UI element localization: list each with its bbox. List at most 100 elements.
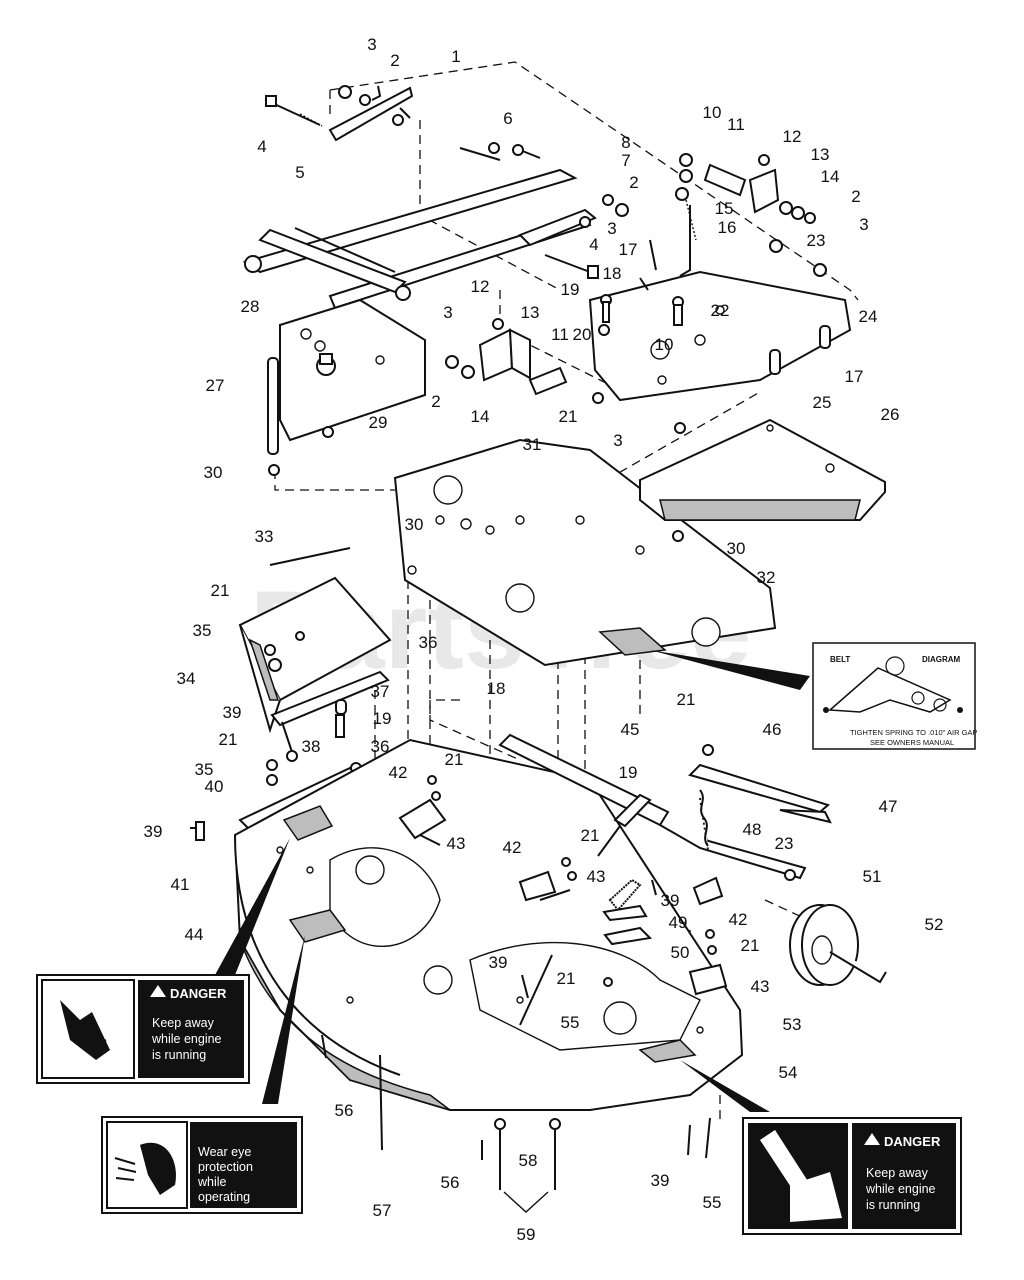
wheel — [789, 904, 887, 986]
belt-line-2: SEE OWNERS MANUAL — [870, 738, 954, 747]
callout-41-72: 41 — [171, 875, 190, 894]
callout-12-33: 12 — [471, 277, 490, 296]
callout-43-67: 43 — [447, 834, 466, 853]
callout-2-37: 2 — [431, 392, 440, 411]
callout-51-76: 51 — [863, 867, 882, 886]
callout-3-36: 3 — [443, 303, 452, 322]
danger-sign-right: DANGER Keep away while engine is running — [742, 1117, 962, 1235]
callout-6-5: 6 — [503, 109, 512, 128]
callout-19-55: 19 — [373, 709, 392, 728]
callout-46-62: 46 — [763, 720, 782, 739]
callout-49-78: 49 — [669, 913, 688, 932]
callout-2-8: 2 — [629, 173, 638, 192]
callout-50-82: 50 — [671, 943, 690, 962]
callout-36-58: 36 — [371, 737, 390, 756]
callout-47-69: 47 — [879, 797, 898, 816]
danger-left-heading: DANGER — [170, 986, 227, 1001]
callout-13-34: 13 — [521, 303, 540, 322]
callout-54-89: 54 — [779, 1063, 798, 1082]
callout-21-83: 21 — [741, 936, 760, 955]
eye-protection-sign: Wear eye protection while operating — [101, 1116, 303, 1214]
callout-56-90: 56 — [335, 1101, 354, 1120]
callout-21-48: 21 — [211, 581, 230, 600]
callout-44-81: 44 — [185, 925, 204, 944]
callout-42-79: 42 — [729, 910, 748, 929]
callout-18-53: 18 — [487, 679, 506, 698]
danger-right-line-1: Keep away — [866, 1166, 929, 1180]
callout-19-22: 19 — [561, 280, 580, 299]
callout-4-10: 4 — [589, 235, 598, 254]
callout-21-57: 21 — [219, 730, 238, 749]
callout-56-92: 56 — [441, 1173, 460, 1192]
belt-diagram-decal: BELT DIAGRAM TIGHTEN SPRING TO .010" AIR… — [812, 642, 977, 750]
callout-30-44: 30 — [405, 515, 424, 534]
callout-30-42: 30 — [204, 463, 223, 482]
callout-45-60: 45 — [621, 720, 640, 739]
callout-1-0: 1 — [451, 47, 460, 66]
danger-left-line-2: while engine — [151, 1032, 222, 1046]
callout-26-32: 26 — [881, 405, 900, 424]
callout-58-91: 58 — [519, 1151, 538, 1170]
danger-left-line-3: is running — [152, 1048, 206, 1062]
callout-34-51: 34 — [177, 669, 196, 688]
callout-55-87: 55 — [561, 1013, 580, 1032]
callout-20-23: 20 — [573, 325, 592, 344]
callout-3-9: 3 — [607, 219, 616, 238]
callout-18-21: 18 — [603, 264, 622, 283]
eye-line-2: protection — [198, 1160, 253, 1174]
callout-11-12: 11 — [727, 115, 745, 134]
callout-10-27: 10 — [655, 335, 674, 354]
callout-36-50: 36 — [419, 633, 438, 652]
callout-22-24: 22 — [711, 301, 730, 320]
callout-29-41: 29 — [369, 413, 388, 432]
callout-35-59: 35 — [195, 760, 214, 779]
callout-21-71: 21 — [581, 826, 600, 845]
callout-43-86: 43 — [751, 977, 770, 996]
callout-15-18: 15 — [715, 199, 734, 218]
callout-40-63: 40 — [205, 777, 224, 796]
callout-14-38: 14 — [471, 407, 490, 426]
callout-2-1: 2 — [390, 51, 399, 70]
belt-title-left: BELT — [830, 655, 850, 664]
callout-39-66: 39 — [144, 822, 163, 841]
callout-27-40: 27 — [206, 376, 225, 395]
callout-35-49: 35 — [193, 621, 212, 640]
callout-39-93: 39 — [651, 1171, 670, 1190]
callout-25-29: 25 — [813, 393, 832, 412]
callout-21-30: 21 — [559, 407, 578, 426]
mower-deck-shell — [215, 650, 810, 1112]
spring — [699, 789, 709, 847]
callout-21-61: 21 — [677, 690, 696, 709]
belt-title-right: DIAGRAM — [922, 655, 961, 664]
callout-38-56: 38 — [302, 737, 321, 756]
callout-33-46: 33 — [255, 527, 274, 546]
callout-53-88: 53 — [783, 1015, 802, 1034]
callout-17-28: 17 — [845, 367, 864, 386]
callout-4-3: 4 — [257, 137, 266, 156]
danger-sign-left: DANGER Keep away while engine is running — [36, 974, 250, 1084]
danger-right-heading: DANGER — [884, 1134, 941, 1149]
callout-8-7: 8 — [621, 133, 630, 152]
callout-12-13: 12 — [783, 127, 802, 146]
callout-30-45: 30 — [727, 539, 746, 558]
eye-line-3: while — [197, 1175, 227, 1189]
callout-55-95: 55 — [703, 1193, 722, 1212]
callout-31-43: 31 — [523, 435, 542, 454]
callout-24-26: 24 — [859, 307, 878, 326]
frame-assembly — [242, 61, 859, 1120]
callout-37-52: 37 — [371, 682, 390, 701]
callout-39-84: 39 — [489, 953, 508, 972]
callout-23-25: 23 — [807, 231, 826, 250]
callout-17-20: 17 — [619, 240, 638, 259]
deck-plate — [393, 418, 886, 667]
callout-39-77: 39 — [661, 891, 680, 910]
callout-28-39: 28 — [241, 297, 260, 316]
callout-7-6: 7 — [621, 151, 630, 170]
callout-14-15: 14 — [821, 167, 840, 186]
callout-21-85: 21 — [557, 969, 576, 988]
callout-32-47: 32 — [757, 568, 776, 587]
callout-13-14: 13 — [811, 145, 830, 164]
callout-5-4: 5 — [295, 163, 304, 182]
callout-57-94: 57 — [373, 1201, 392, 1220]
